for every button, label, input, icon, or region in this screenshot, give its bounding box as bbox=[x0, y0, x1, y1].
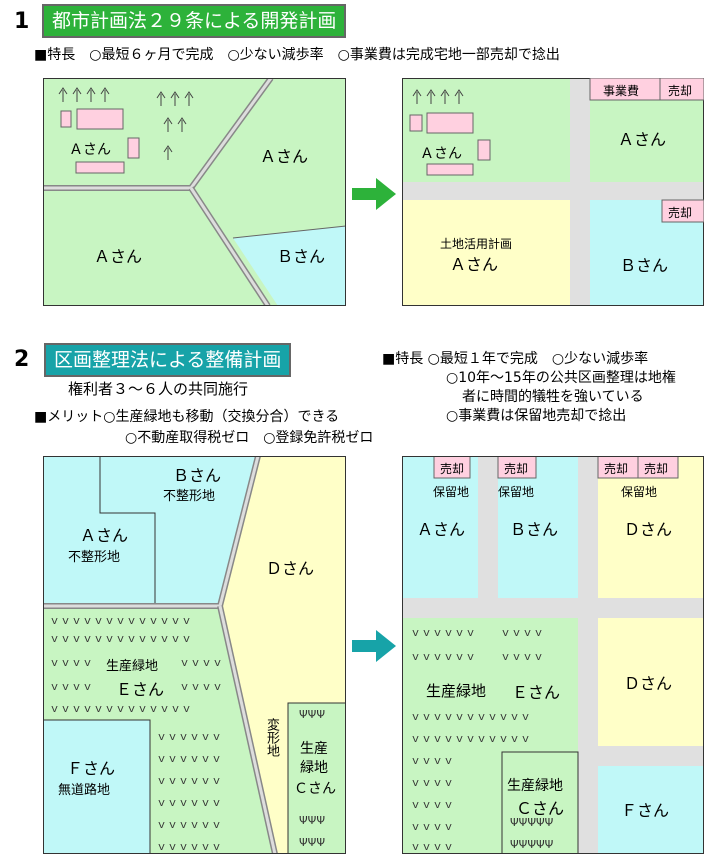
s1-after-baikyaku-top: 売却 bbox=[668, 84, 693, 98]
s2-after-c: Ｃさん bbox=[516, 799, 565, 818]
s2-after-baikyaku-b: 売却 bbox=[504, 462, 529, 476]
section1-title: 都市計画法２９条による開発計画 bbox=[42, 4, 347, 38]
svg-text:ｖｖｖｖ: ｖｖｖｖ bbox=[49, 680, 93, 693]
svg-text:ｖｖｖｖ: ｖｖｖｖ bbox=[410, 776, 454, 789]
svg-text:ｖｖｖｖｖｖ: ｖｖｖｖｖｖ bbox=[156, 818, 222, 831]
arrow-right-icon bbox=[352, 178, 396, 210]
svg-text:ｖｖｖｖ: ｖｖｖｖ bbox=[410, 820, 454, 833]
s2-after-a: Ａさん bbox=[417, 520, 466, 539]
section1-number: 1 bbox=[14, 9, 30, 34]
s2-before-f-note: 無道路地 bbox=[58, 783, 111, 798]
section2-feature-4: ○事業費は保留地売却で捻出 bbox=[446, 408, 627, 424]
section2-merit1: ■メリット○生産緑地も移動（交換分合）できる bbox=[34, 409, 340, 425]
s2-before-green-label: 生産緑地 bbox=[106, 659, 159, 674]
s1-after-plan-line2: Ａさん bbox=[450, 255, 499, 274]
s1-after-baikyaku-right: 売却 bbox=[668, 206, 693, 220]
s1-before-a-lower: Ａさん bbox=[94, 247, 143, 266]
svg-text:ΨΨΨΨΨ: ΨΨΨΨΨ bbox=[510, 838, 554, 851]
section2-feature-1: ■特長 ○最短１年で完成 ○少ない減歩率 bbox=[382, 351, 649, 367]
svg-text:ｖｖｖｖｖｖ: ｖｖｖｖｖｖ bbox=[156, 774, 222, 787]
svg-text:ｖｖｖｖｖｖｖｖｖｖｖ: ｖｖｖｖｖｖｖｖｖｖｖ bbox=[410, 732, 531, 745]
s2-before-a: Ａさん bbox=[80, 526, 129, 545]
svg-text:ｖｖｖｖ: ｖｖｖｖ bbox=[179, 680, 223, 693]
section2-before-map: ｖｖｖｖｖｖｖｖｖｖｖｖｖ ｖｖｖｖｖｖｖｖｖｖｖｖｖ ｖｖｖｖ ｖｖｖｖ ｖｖ… bbox=[43, 456, 346, 854]
s2-after-baikyaku-d2: 売却 bbox=[644, 462, 669, 476]
s2-before-c-green1: 生産 bbox=[300, 741, 328, 757]
section2-subtitle: 権利者３～６人の共同施行 bbox=[68, 380, 249, 398]
section2-feature-2: ○10年～15年の公共区画整理は地権 bbox=[446, 370, 676, 386]
svg-text:ΨΨΨ: ΨΨΨ bbox=[299, 836, 325, 849]
svg-text:ｖｖｖｖｖｖｖｖｖｖｖｖｖ: ｖｖｖｖｖｖｖｖｖｖｖｖｖ bbox=[49, 632, 192, 645]
s1-after-jigyohi: 事業費 bbox=[603, 84, 640, 98]
section2-feature-3: 者に時間的犠牲を強いている bbox=[462, 389, 644, 405]
s2-before-e: Ｅさん bbox=[116, 680, 165, 699]
arrow-right-icon bbox=[352, 630, 396, 662]
section2-title: 区画整理法による整備計画 bbox=[44, 343, 292, 377]
svg-text:ｖｖｖｖｖｖ: ｖｖｖｖｖｖ bbox=[156, 796, 222, 809]
s2-before-f: Ｆさん bbox=[67, 759, 116, 778]
s1-after-a-left: Ａさん bbox=[420, 146, 462, 162]
svg-text:ΨΨΨ: ΨΨΨ bbox=[299, 708, 325, 721]
svg-text:ｖｖｖｖｖｖ: ｖｖｖｖｖｖ bbox=[156, 840, 222, 853]
s2-before-henkei: 変形地 bbox=[264, 718, 279, 757]
svg-text:ΨΨΨΨΨ: ΨΨΨΨΨ bbox=[510, 816, 554, 829]
section1-before-map bbox=[43, 78, 346, 306]
s1-after-plan-line1: 土地活用計画 bbox=[440, 237, 513, 251]
svg-text:ｖｖｖｖｖｖ: ｖｖｖｖｖｖ bbox=[156, 730, 222, 743]
svg-text:ｖｖｖｖｖｖｖｖｖｖｖ: ｖｖｖｖｖｖｖｖｖｖｖ bbox=[410, 710, 531, 723]
section1-features: ■特長 ○最短６ヶ月で完成 ○少ない減歩率 ○事業費は完成宅地一部売却で捻出 bbox=[34, 47, 560, 63]
s2-before-d: Ｄさん bbox=[266, 559, 315, 578]
svg-text:ｖｖｖｖ: ｖｖｖｖ bbox=[500, 650, 544, 663]
section1-after-map bbox=[402, 78, 704, 306]
s1-after-b: Ｂさん bbox=[620, 256, 669, 275]
s1-before-a-right: Ａさん bbox=[260, 147, 309, 166]
s2-after-b: Ｂさん bbox=[510, 520, 559, 539]
s2-after-c-green: 生産緑地 bbox=[507, 778, 563, 794]
svg-text:ｖｖｖｖ: ｖｖｖｖ bbox=[49, 656, 93, 669]
s2-before-c: Ｃさん bbox=[294, 781, 336, 797]
s2-before-b-note: 不整形地 bbox=[163, 489, 216, 504]
s2-after-green-label: 生産緑地 bbox=[426, 682, 487, 700]
svg-text:ΨΨΨ: ΨΨΨ bbox=[299, 814, 325, 827]
svg-text:ｖｖｖｖ: ｖｖｖｖ bbox=[500, 626, 544, 639]
s2-before-b: Ｂさん bbox=[173, 466, 222, 485]
s2-after-e: Ｅさん bbox=[512, 683, 561, 702]
s2-after-f: Ｆさん bbox=[621, 801, 670, 820]
svg-text:ｖｖｖｖｖｖｖｖｖｖｖｖｖ: ｖｖｖｖｖｖｖｖｖｖｖｖｖ bbox=[49, 614, 192, 627]
s1-before-a-upper: Ａさん bbox=[69, 142, 111, 158]
s2-before-a-note: 不整形地 bbox=[68, 550, 121, 565]
s2-after-d-mid: Ｄさん bbox=[624, 674, 673, 693]
svg-text:ｖｖｖｖ: ｖｖｖｖ bbox=[410, 754, 454, 767]
s2-after-d-top: Ｄさん bbox=[624, 520, 673, 539]
section2-number: 2 bbox=[14, 347, 30, 372]
s2-after-horyuchi-b: 保留地 bbox=[498, 485, 535, 499]
s2-after-horyuchi-a: 保留地 bbox=[433, 485, 470, 499]
svg-text:ｖｖｖｖ: ｖｖｖｖ bbox=[179, 656, 223, 669]
svg-text:ｖｖｖｖ: ｖｖｖｖ bbox=[410, 798, 454, 811]
s2-before-c-green2: 緑地 bbox=[300, 760, 328, 776]
svg-text:ｖｖｖｖｖｖ: ｖｖｖｖｖｖ bbox=[156, 752, 222, 765]
svg-text:ｖｖｖｖｖｖ: ｖｖｖｖｖｖ bbox=[410, 650, 476, 663]
s2-after-baikyaku-d1: 売却 bbox=[604, 462, 629, 476]
s1-before-b: Ｂさん bbox=[277, 247, 326, 266]
svg-text:ｖｖｖｖ: ｖｖｖｖ bbox=[410, 840, 454, 853]
s1-after-a-top: Ａさん bbox=[618, 130, 667, 149]
svg-text:ｖｖｖｖｖｖｖｖｖｖｖｖｖ: ｖｖｖｖｖｖｖｖｖｖｖｖｖ bbox=[49, 702, 192, 715]
section2-merit2: ○不動産取得税ゼロ ○登録免許税ゼロ bbox=[125, 430, 374, 446]
s2-after-horyuchi-d: 保留地 bbox=[621, 485, 658, 499]
svg-text:ｖｖｖｖｖｖ: ｖｖｖｖｖｖ bbox=[410, 626, 476, 639]
s2-after-baikyaku-a: 売却 bbox=[440, 462, 465, 476]
